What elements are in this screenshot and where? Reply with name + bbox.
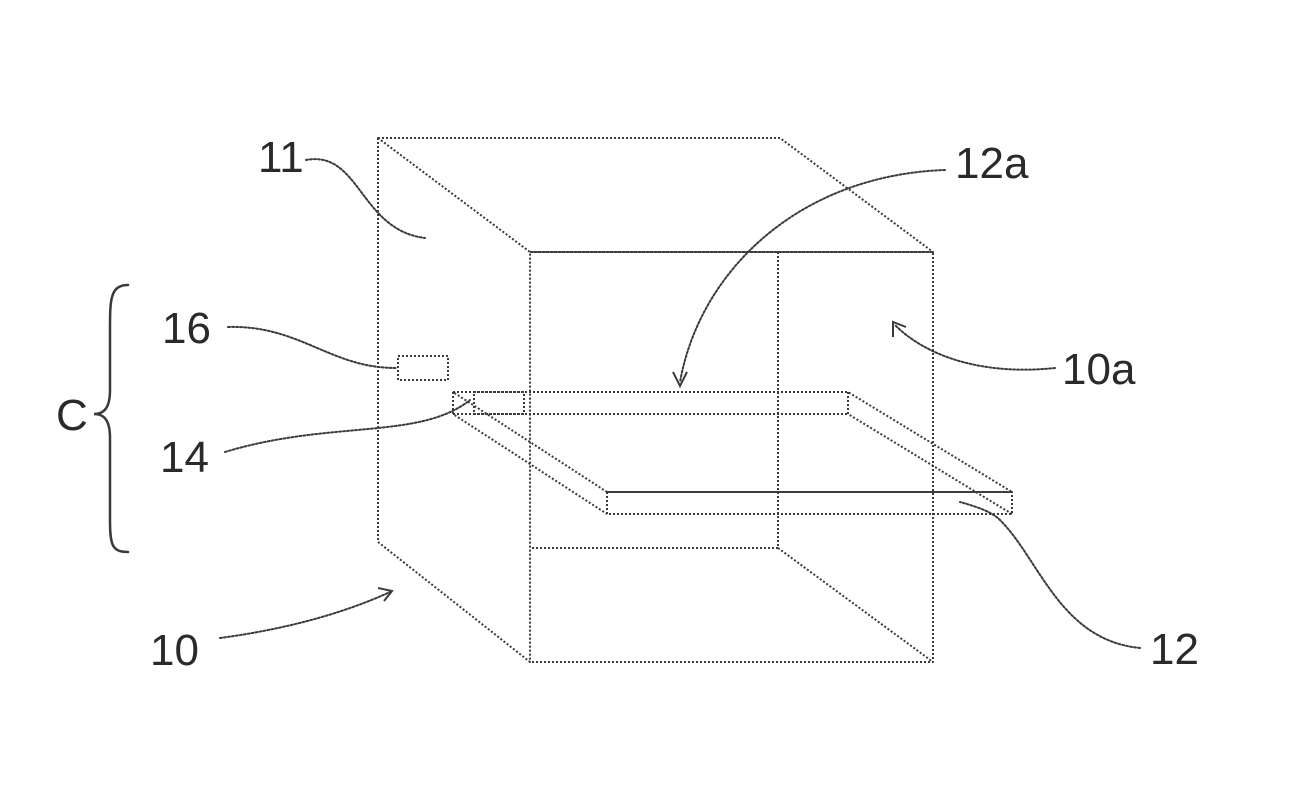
label-12a: 12a: [955, 139, 1029, 188]
label-14: 14: [160, 433, 209, 482]
brace-c: [94, 285, 128, 552]
leader-14: [225, 400, 470, 452]
leader-10a: [895, 325, 1055, 370]
enclosure: [378, 138, 933, 662]
tray-right-face: [848, 392, 1012, 514]
tray-front-face: [607, 492, 1012, 514]
leader-11: [306, 159, 425, 238]
leader-16: [228, 327, 396, 368]
tray-top-face: [453, 392, 1012, 492]
label-10: 10: [150, 626, 199, 675]
tray: [453, 392, 1012, 514]
label-c: C: [56, 391, 88, 440]
leader-10: [220, 592, 390, 638]
front-frame: [530, 252, 933, 662]
back-wall: [530, 252, 778, 548]
leader-12a: [680, 170, 945, 382]
label-11: 11: [258, 133, 304, 182]
top-panel: [378, 138, 933, 252]
label-12: 12: [1150, 625, 1199, 674]
label-16: 16: [162, 304, 211, 353]
component-16: [398, 356, 448, 380]
label-10a: 10a: [1062, 345, 1136, 394]
leader-12: [960, 502, 1140, 648]
bottom-right-edge: [778, 548, 933, 662]
